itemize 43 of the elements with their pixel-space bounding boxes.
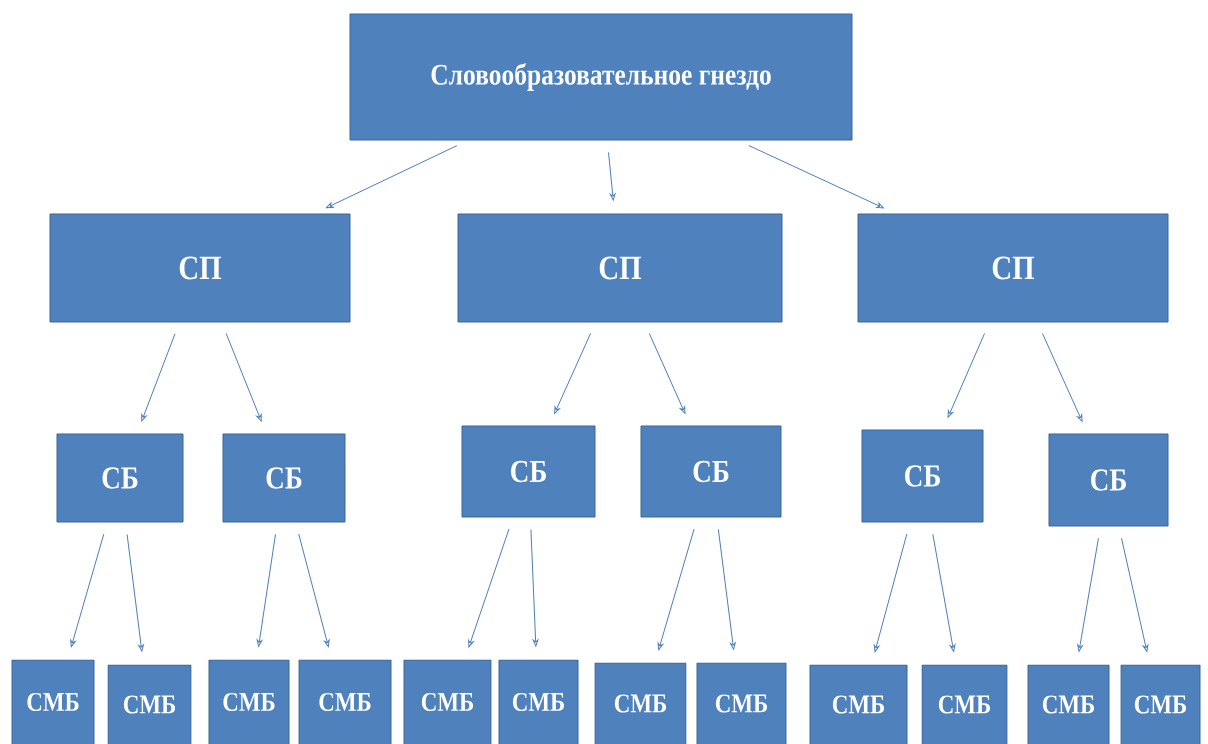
process-box: СБ xyxy=(1048,433,1169,527)
arrow xyxy=(256,533,276,647)
process-box: СМБ xyxy=(1120,664,1201,744)
arrow xyxy=(873,533,908,653)
process-box: СМБ xyxy=(809,664,908,744)
arrow xyxy=(468,528,510,648)
process-box: СП xyxy=(457,213,783,323)
arrow xyxy=(225,333,262,422)
arrow xyxy=(1041,332,1083,422)
process-box: СП xyxy=(857,213,1169,323)
process-box: СМБ xyxy=(107,664,192,744)
process-box: СМБ xyxy=(208,659,290,744)
process-box: СМБ xyxy=(594,662,687,744)
process-box: СМБ xyxy=(403,659,492,744)
arrow xyxy=(717,528,736,650)
arrow xyxy=(530,529,539,647)
process-box: СП xyxy=(49,213,351,323)
process-box: СМБ xyxy=(298,659,392,744)
arrow xyxy=(648,332,686,414)
arrow xyxy=(1121,537,1149,652)
process-box: СМБ xyxy=(696,662,787,744)
arrow xyxy=(325,145,458,209)
process-box: СБ xyxy=(461,425,596,518)
arrow xyxy=(932,533,956,652)
arrow xyxy=(608,151,616,201)
process-box: СМБ xyxy=(1027,664,1110,744)
process-box: СМБ xyxy=(498,659,579,744)
process-box: СБ xyxy=(56,433,184,523)
arrow xyxy=(947,333,986,418)
arrow xyxy=(141,333,176,422)
arrow xyxy=(554,332,592,414)
process-box: СБ xyxy=(861,429,984,523)
arrow xyxy=(298,533,330,648)
arrow xyxy=(1077,537,1099,652)
process-box: СМБ xyxy=(921,664,1008,744)
arrow xyxy=(126,533,144,652)
process-box: СБ xyxy=(640,425,782,518)
title-box: Словообразовательное гнездо xyxy=(349,13,853,141)
arrow xyxy=(70,533,105,648)
process-box: СБ xyxy=(222,433,346,523)
arrow xyxy=(748,145,884,209)
process-box: СМБ xyxy=(11,659,95,744)
arrow xyxy=(657,528,695,651)
